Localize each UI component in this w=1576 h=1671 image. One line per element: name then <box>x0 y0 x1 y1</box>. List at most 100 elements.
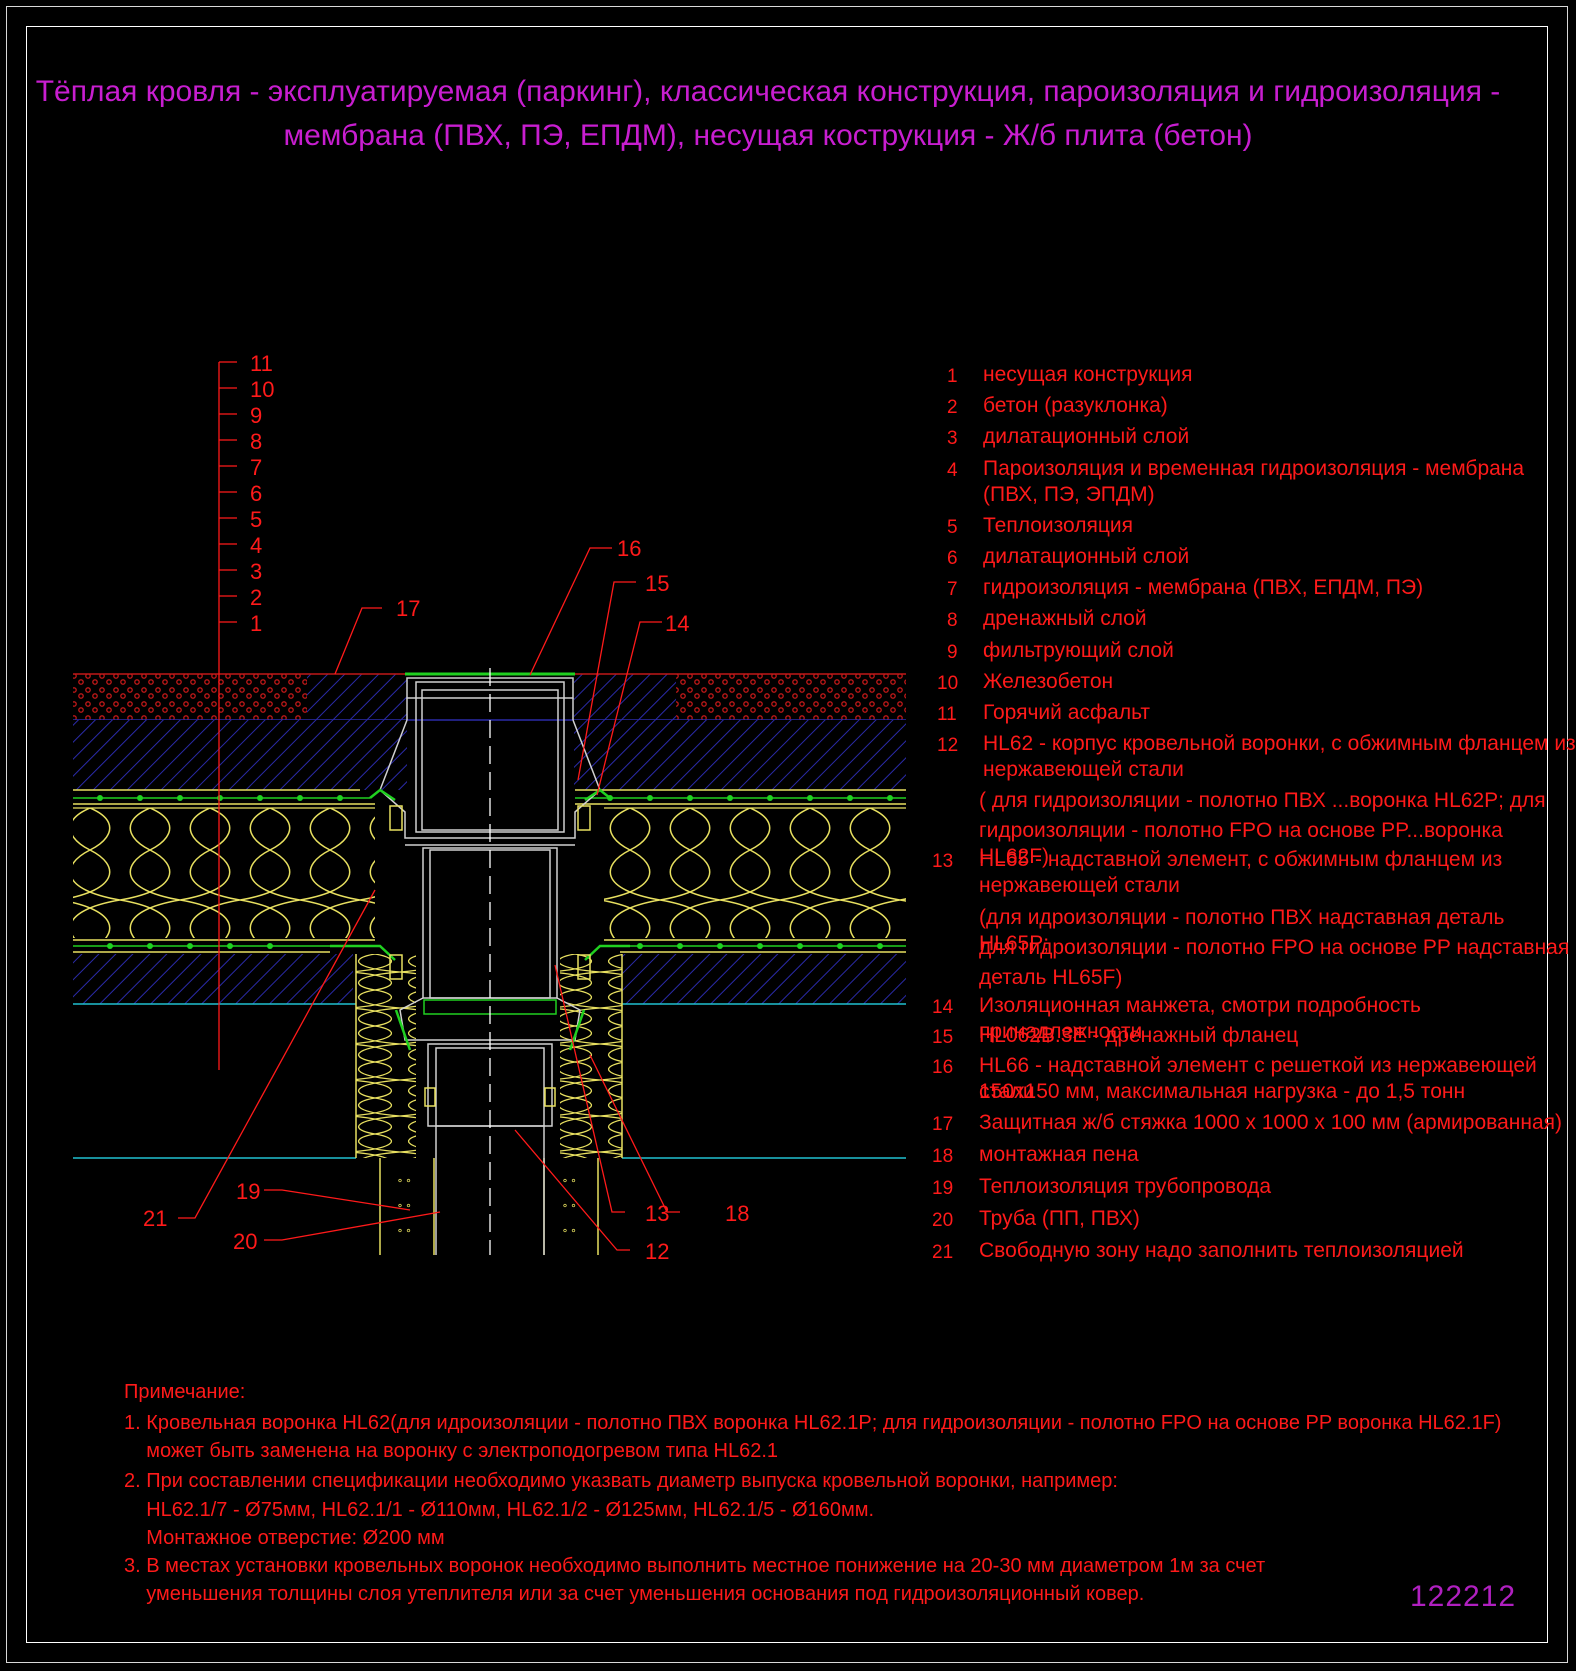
svg-text:˚ ˚: ˚ ˚ <box>398 1177 411 1193</box>
legend-text: деталь HL65F) <box>979 966 1123 989</box>
callout-14: 14 <box>665 611 689 636</box>
scale-label: 8 <box>250 429 262 454</box>
legend-num: 17 <box>932 1114 954 1135</box>
load-bearing-slab-right <box>622 954 906 1004</box>
legend-num: 1 <box>947 366 958 387</box>
legend-num: 4 <box>947 460 958 481</box>
svg-text:˚ ˚: ˚ ˚ <box>563 1202 576 1218</box>
note-line: Монтажное отверстие: Ø200 мм <box>124 1527 445 1549</box>
legend-text: дилатационный слой <box>983 545 1190 568</box>
note-line: уменьшения толщины слоя утеплителя или з… <box>124 1583 1145 1605</box>
legend-text: HL65 - надставной элемент, с обжимным фл… <box>979 848 1503 871</box>
note-line: 3. В местах установки кровельных воронок… <box>124 1555 1266 1577</box>
legend-text: несущая конструкция <box>983 363 1193 386</box>
leader-lines <box>178 547 680 1251</box>
drawing-code: 122212 <box>1410 1580 1517 1613</box>
title-line-1: Тёплая кровля - эксплуатируемая (паркинг… <box>35 75 1501 108</box>
legend-text: Изоляционная манжета, смотри подробность… <box>979 994 1421 1043</box>
thermal-insulation-left <box>73 808 375 938</box>
outer-frame <box>6 6 1568 1663</box>
legend-text: нержавеющей стали <box>979 874 1180 897</box>
legend-text: 150x150 мм, максимальная нагрузка - до 1… <box>979 1080 1466 1103</box>
legend-text: гидроизоляция - мембрана (ПВХ, ЕПДМ, ПЭ) <box>983 576 1424 599</box>
legend-text: Теплоизоляция трубопровода <box>979 1175 1272 1198</box>
svg-text:˚ ˚: ˚ ˚ <box>398 1202 411 1218</box>
legend-num: 13 <box>932 851 954 872</box>
callout-18: 18 <box>725 1201 749 1226</box>
scale-label: 2 <box>250 585 262 610</box>
mounting-foam-left <box>356 954 416 1158</box>
legend-text: Свободную зону надо заполнить теплоизоля… <box>979 1239 1464 1262</box>
legend-num: 3 <box>947 428 958 449</box>
svg-text:˚ ˚: ˚ ˚ <box>563 1177 576 1193</box>
note-line: может быть заменена на воронку с электро… <box>124 1440 779 1462</box>
legend-num: 11 <box>937 704 957 725</box>
legend-text: ( для гидроизоляции - полотно ПВХ ...вор… <box>979 789 1546 812</box>
legend-text: монтажная пена <box>979 1143 1139 1166</box>
scale-label: 1 <box>250 611 262 636</box>
scale-label: 5 <box>250 507 262 532</box>
note-line: 2. При составлении спецификации необходи… <box>124 1470 1118 1492</box>
legend-num: 6 <box>947 548 958 569</box>
load-bearing-slab-left <box>73 954 353 1004</box>
scale-label: 6 <box>250 481 262 506</box>
callout-12: 12 <box>645 1239 669 1264</box>
legend-num: 14 <box>932 997 954 1018</box>
legend-text: нержавеющей стали <box>983 758 1184 781</box>
legend-text: Железобетон <box>983 670 1114 693</box>
legend-text: Пароизоляция и временная гидроизоляция -… <box>983 457 1525 480</box>
legend-text: Горячий асфальт <box>983 701 1151 724</box>
protective-slab-left <box>307 674 407 720</box>
title-line-2: мембрана (ПВХ, ПЭ, ЕПДМ), несущая костру… <box>283 119 1253 152</box>
legend-num: 8 <box>947 610 958 631</box>
legend-text: бетон (разуклонка) <box>983 394 1168 417</box>
callout-19: 19 <box>236 1179 260 1204</box>
legend-text: дилатационный слой <box>983 425 1190 448</box>
note-line: HL62.1/7 - Ø75мм, HL62.1/1 - Ø110мм, HL6… <box>124 1499 874 1521</box>
svg-text:˚ ˚: ˚ ˚ <box>563 1227 576 1243</box>
legend-num: 9 <box>947 642 958 663</box>
clamp-bolts <box>389 805 591 1107</box>
legend-text: HL062B.3E - дренажный фланец <box>979 1024 1299 1047</box>
legend-num: 7 <box>947 579 958 600</box>
legend-text: фильтрующий слой <box>983 639 1174 662</box>
svg-text:˚ ˚: ˚ ˚ <box>398 1227 411 1243</box>
inner-frame <box>26 26 1548 1643</box>
legend-text: Труба (ПП, ПВХ) <box>979 1207 1140 1230</box>
thermal-insulation-right <box>604 808 906 938</box>
callout-15: 15 <box>645 571 669 596</box>
legend-num: 16 <box>932 1057 954 1078</box>
legend-text: HL62 - корпус кровельной воронки, с обжи… <box>983 732 1576 755</box>
legend-text: для гидроизоляции - полотно FPO на основ… <box>979 936 1570 959</box>
scale-label: 4 <box>250 533 262 558</box>
scale-label: 3 <box>250 559 262 584</box>
legend-text: дренажный слой <box>983 607 1147 630</box>
reinforced-concrete-right <box>574 720 906 790</box>
legend-text: (ПВХ, ПЭ, ЭПДМ) <box>983 483 1155 506</box>
scale-label: 9 <box>250 403 262 428</box>
legend-num: 20 <box>932 1210 954 1231</box>
asphalt-layer-right <box>676 674 906 720</box>
scale-label: 10 <box>250 377 274 402</box>
scale-label: 11 <box>250 351 273 376</box>
legend-text: гидроизоляции - полотно FPO на основе PP… <box>979 819 1503 868</box>
legend-num: 21 <box>932 1242 954 1263</box>
asphalt-layer-left <box>73 674 307 720</box>
callout-16: 16 <box>617 536 641 561</box>
reinforced-concrete-left <box>73 720 407 790</box>
legend-num: 18 <box>932 1146 954 1167</box>
callout-13: 13 <box>645 1201 669 1226</box>
callout-17: 17 <box>396 596 420 621</box>
legend-num: 5 <box>947 517 958 538</box>
callout-21: 21 <box>143 1206 167 1231</box>
layer-scale-labels: 11 10 9 8 7 6 5 4 3 2 1 <box>250 351 274 636</box>
legend-num: 2 <box>947 397 958 418</box>
lower-membrane-layers <box>73 939 906 953</box>
layer-scale-ticks <box>219 361 237 623</box>
legend-text: Теплоизоляция <box>983 514 1133 537</box>
note-line: 1. Кровельная воронка HL62(для идроизоля… <box>124 1412 1502 1434</box>
legend-text: (для идроизоляции - полотно ПВХ надставн… <box>979 906 1505 955</box>
callout-20: 20 <box>233 1229 257 1254</box>
notes-heading: Примечание: <box>124 1381 246 1403</box>
